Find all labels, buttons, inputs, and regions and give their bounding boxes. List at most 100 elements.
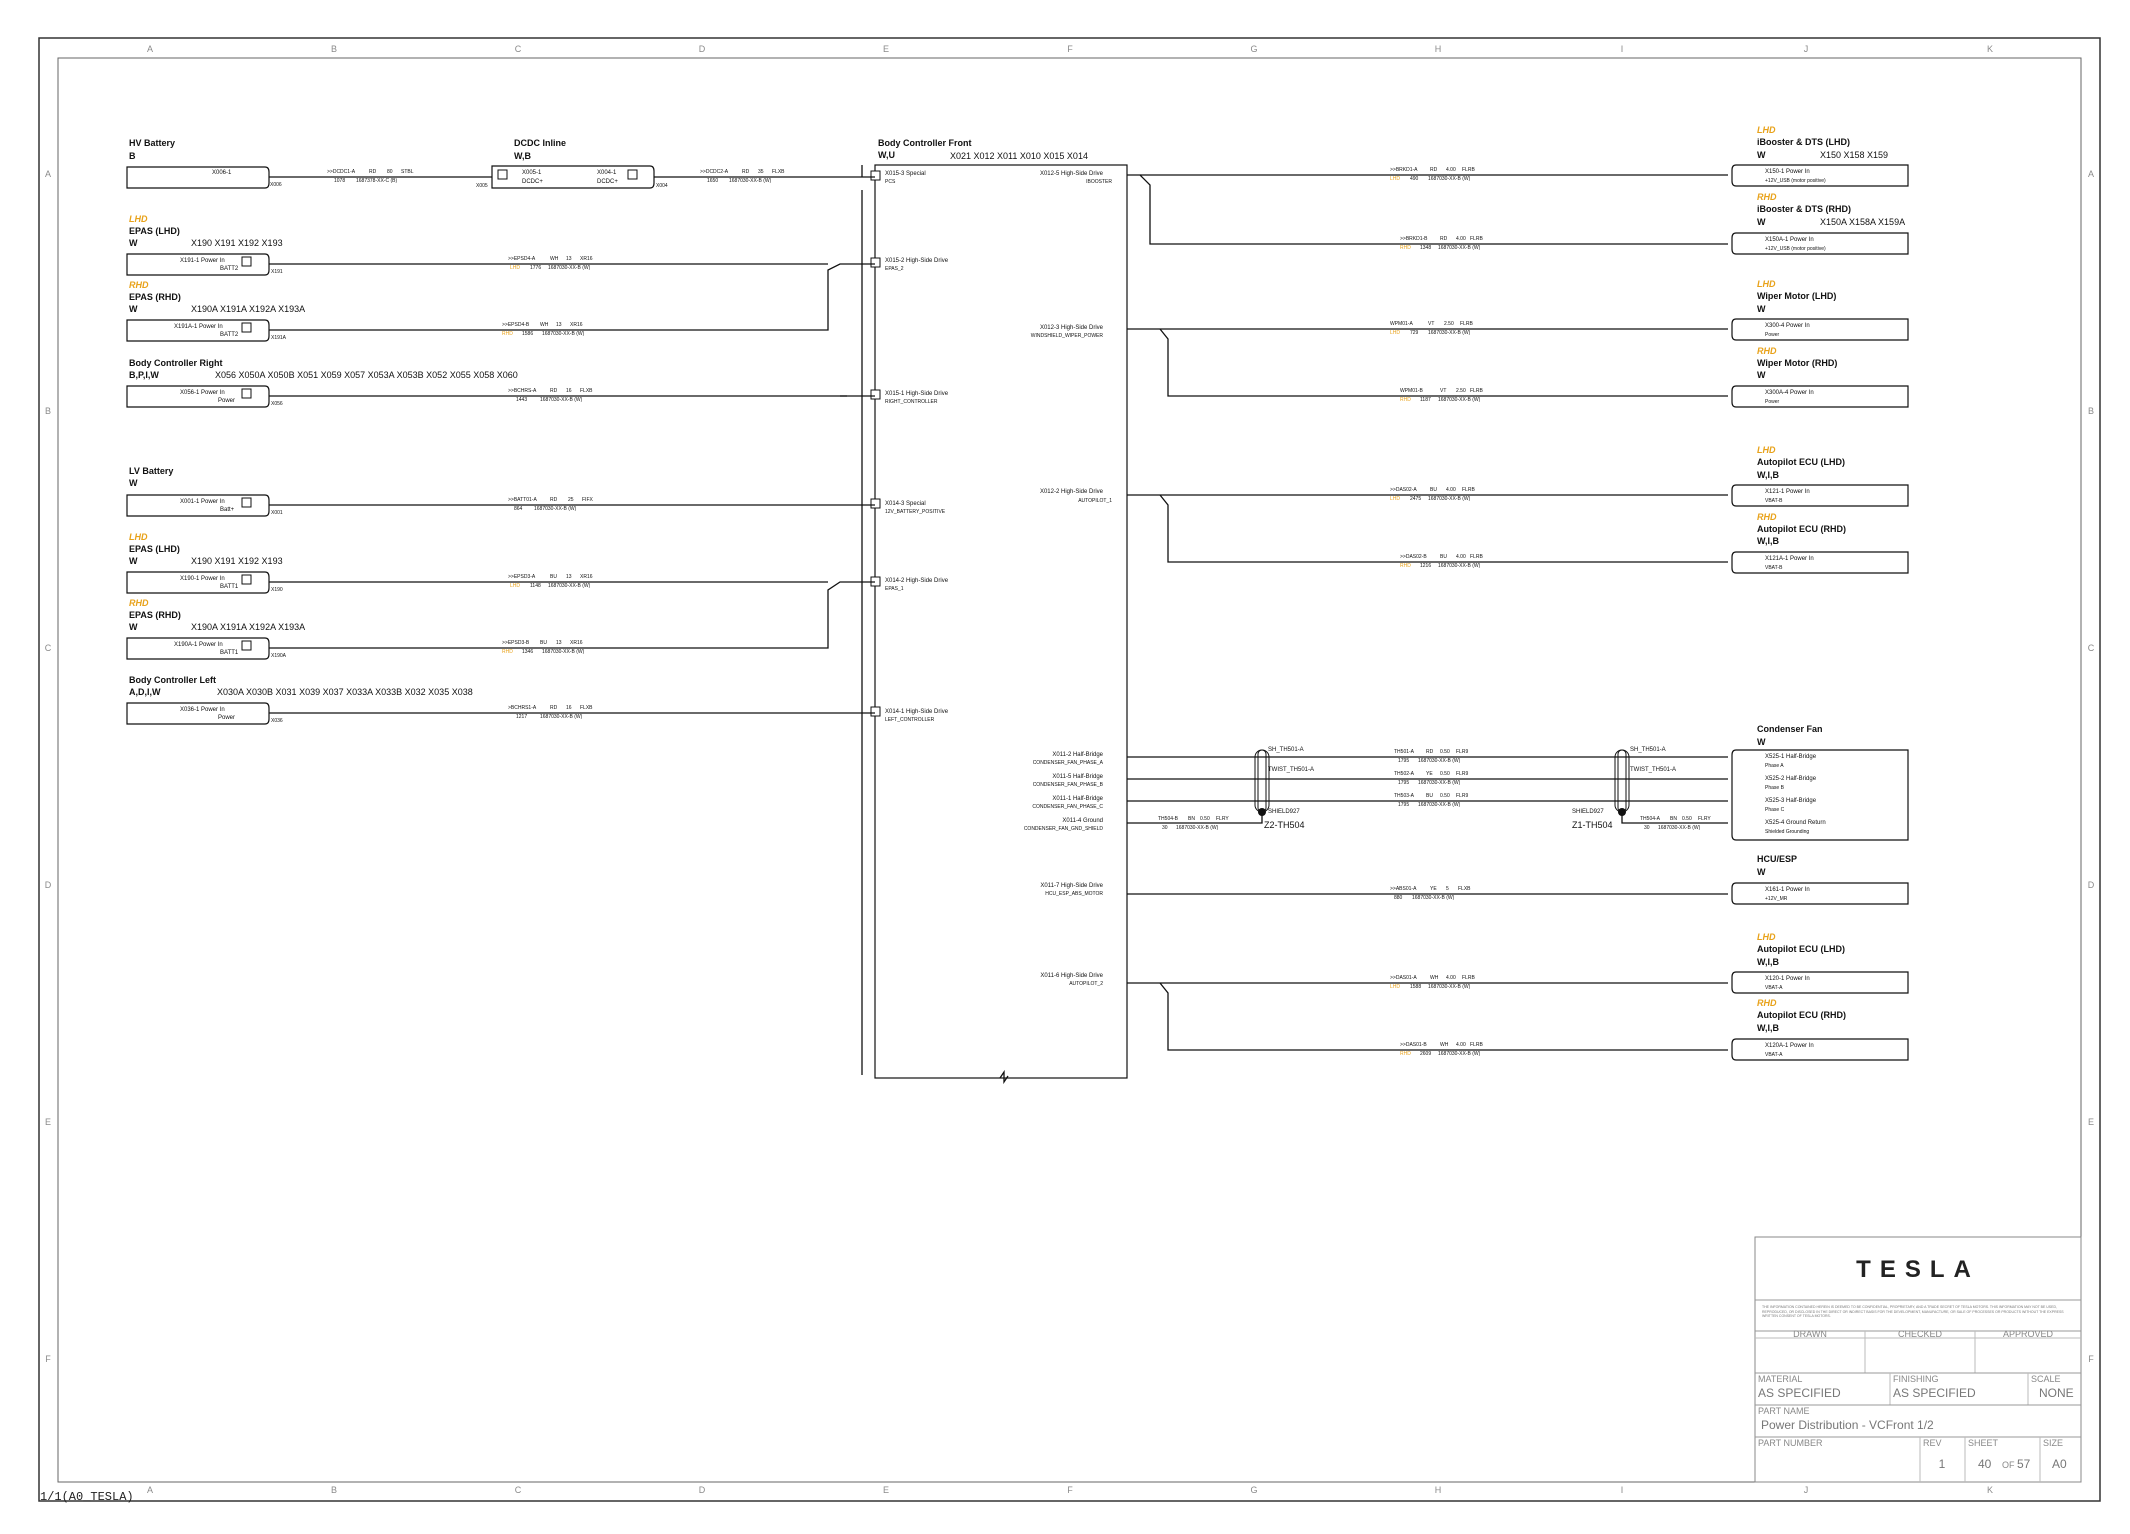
grid-row-label: A <box>45 169 51 179</box>
svg-text:>>DAS01-B: >>DAS01-B <box>1400 1042 1427 1048</box>
grid-column-label: J <box>1804 44 1809 54</box>
svg-text:HCU_ESP_ABS_MOTOR: HCU_ESP_ABS_MOTOR <box>1045 891 1103 897</box>
svg-text:0.50: 0.50 <box>1440 749 1450 755</box>
fuse-icon <box>241 256 252 267</box>
svg-text:864: 864 <box>514 506 523 512</box>
svg-text:TH504-B: TH504-B <box>1158 816 1179 822</box>
svg-text:EPAS (LHD): EPAS (LHD) <box>129 544 180 554</box>
grid-row-label: D <box>45 880 52 890</box>
svg-text:LHD: LHD <box>1390 496 1400 502</box>
svg-text:AUTOPILOT_2: AUTOPILOT_2 <box>1069 981 1103 987</box>
svg-text:>>BRKD1-B: >>BRKD1-B <box>1400 236 1428 242</box>
svg-text:TH503-A: TH503-A <box>1394 793 1415 799</box>
svg-text:2.50: 2.50 <box>1456 388 1466 394</box>
svg-text:X011-6 High-Side Drive: X011-6 High-Side Drive <box>1040 973 1103 979</box>
grid-row-label: C <box>2088 643 2095 653</box>
svg-text:X015-3 Special: X015-3 Special <box>885 171 926 177</box>
svg-text:CONDENSER_FAN_PHASE_C: CONDENSER_FAN_PHASE_C <box>1032 804 1103 810</box>
svg-text:RD: RD <box>742 169 750 175</box>
svg-text:RHD: RHD <box>129 598 149 608</box>
svg-text:W: W <box>129 622 138 632</box>
svg-text:1687030-XX-B (W): 1687030-XX-B (W) <box>729 178 772 184</box>
autopilot-ecu-lhd-1: LHD Autopilot ECU (LHD) W,I,B X121-1 Pow… <box>1731 445 1909 507</box>
svg-text:X011-7 High-Side Drive: X011-7 High-Side Drive <box>1040 883 1103 889</box>
svg-text:EPAS_2: EPAS_2 <box>885 266 904 272</box>
autopilot-ecu-rhd-2: RHD Autopilot ECU (RHD) W,I,B X120A-1 Po… <box>1731 998 1909 1061</box>
svg-text:1687030-XX-B (W): 1687030-XX-B (W) <box>1418 802 1461 808</box>
svg-text:13: 13 <box>566 256 572 262</box>
svg-text:1217: 1217 <box>516 714 527 720</box>
svg-text:X015-2 High-Side Drive: X015-2 High-Side Drive <box>885 258 949 264</box>
svg-text:WINDSHIELD_WIPER_POWER: WINDSHIELD_WIPER_POWER <box>1031 333 1104 339</box>
svg-text:>>DAS02-B: >>DAS02-B <box>1400 554 1427 560</box>
svg-text:Phase C: Phase C <box>1765 807 1785 813</box>
body-controller-front: Body Controller Front W,U X021 X012 X011… <box>874 138 1128 1085</box>
svg-text:>>DAS01-A: >>DAS01-A <box>1390 975 1417 981</box>
hv-battery-title: HV Battery <box>129 138 175 148</box>
svg-text:RD: RD <box>1440 236 1448 242</box>
grid-column-label: K <box>1987 44 1993 54</box>
svg-text:FLXB: FLXB <box>772 169 785 175</box>
grid-column-label: C <box>515 1485 522 1495</box>
svg-text:DCDC+: DCDC+ <box>522 179 543 185</box>
wiper-motor-rhd: RHD Wiper Motor (RHD) W X300A-4 Power In… <box>1731 346 1909 408</box>
svg-text:X036-1 Power In: X036-1 Power In <box>180 707 225 713</box>
svg-text:BU: BU <box>1426 793 1433 799</box>
svg-text:DCDC+: DCDC+ <box>597 179 618 185</box>
svg-text:FLRY: FLRY <box>1216 816 1229 822</box>
svg-text:4.00: 4.00 <box>1446 487 1456 493</box>
epas-lhd-lower: LHD EPAS (LHD) W X190 X191 X192 X193 X19… <box>126 532 283 594</box>
svg-text:4.00: 4.00 <box>1456 554 1466 560</box>
svg-text:LHD: LHD <box>1390 330 1400 336</box>
svg-text:>>EPSD4-B: >>EPSD4-B <box>502 322 530 328</box>
svg-text:X190A X191A X192A X193A: X190A X191A X192A X193A <box>191 304 305 314</box>
svg-text:25: 25 <box>568 497 574 503</box>
svg-text:X036: X036 <box>271 718 283 724</box>
svg-text:SCALE: SCALE <box>2031 1374 2061 1384</box>
fuse-icon <box>241 497 252 508</box>
svg-text:X011-1 Half-Bridge: X011-1 Half-Bridge <box>1052 796 1103 802</box>
svg-text:0.50: 0.50 <box>1682 816 1692 822</box>
svg-text:0.50: 0.50 <box>1440 793 1450 799</box>
svg-text:1687030-XX-B (W): 1687030-XX-B (W) <box>1658 825 1701 831</box>
shield-2: SH_TH501-A TWIST_TH501-A SHIELD927 Z1-TH… <box>1572 747 1676 830</box>
svg-text:W,U: W,U <box>878 150 895 160</box>
svg-text:X191A: X191A <box>271 335 287 341</box>
svg-text:1776: 1776 <box>530 265 541 271</box>
dcdc-inline: DCDC Inline W,B X005-1 DCDC+ X004-1 DCDC… <box>476 138 668 189</box>
svg-text:RHD: RHD <box>1400 397 1411 403</box>
svg-text:BN: BN <box>1670 816 1677 822</box>
svg-text:X056-1 Power In: X056-1 Power In <box>180 390 225 396</box>
outer-border <box>38 37 2101 1502</box>
svg-text:LHD: LHD <box>129 532 148 542</box>
svg-text:80: 80 <box>387 169 393 175</box>
svg-text:W,I,B: W,I,B <box>1757 536 1779 546</box>
svg-text:WH: WH <box>540 322 549 328</box>
svg-text:FLXB: FLXB <box>580 705 593 711</box>
svg-text:1795: 1795 <box>1398 780 1409 786</box>
svg-text:REV: REV <box>1923 1438 1942 1448</box>
svg-text:1795: 1795 <box>1398 802 1409 808</box>
grid-column-label: H <box>1435 1485 1442 1495</box>
svg-text:>>ABS01-A: >>ABS01-A <box>1390 886 1417 892</box>
grid-column-label: E <box>883 1485 889 1495</box>
svg-text:WH: WH <box>1440 1042 1449 1048</box>
svg-text:1078: 1078 <box>334 178 345 184</box>
svg-text:4.00: 4.00 <box>1456 1042 1466 1048</box>
svg-text:HCU/ESP: HCU/ESP <box>1757 854 1797 864</box>
svg-text:X014-3 Special: X014-3 Special <box>885 501 926 507</box>
fuse-icon <box>627 169 638 180</box>
svg-text:BU: BU <box>540 640 547 646</box>
svg-text:VBAT-B: VBAT-B <box>1765 498 1783 504</box>
svg-text:SH_TH501-A: SH_TH501-A <box>1630 747 1666 753</box>
svg-text:+12V_MR: +12V_MR <box>1765 896 1788 902</box>
svg-text:1687030-XX-B (W): 1687030-XX-B (W) <box>1428 984 1471 990</box>
svg-text:X150-1 Power In: X150-1 Power In <box>1765 169 1810 175</box>
svg-text:X012-2 High-Side Drive: X012-2 High-Side Drive <box>1040 489 1104 495</box>
svg-text:X190A X191A X192A X193A: X190A X191A X192A X193A <box>191 622 305 632</box>
svg-text:1687030-XX-B (W): 1687030-XX-B (W) <box>1418 780 1461 786</box>
svg-text:CHECKED: CHECKED <box>1898 1329 1943 1339</box>
svg-text:RHD: RHD <box>1757 192 1777 202</box>
